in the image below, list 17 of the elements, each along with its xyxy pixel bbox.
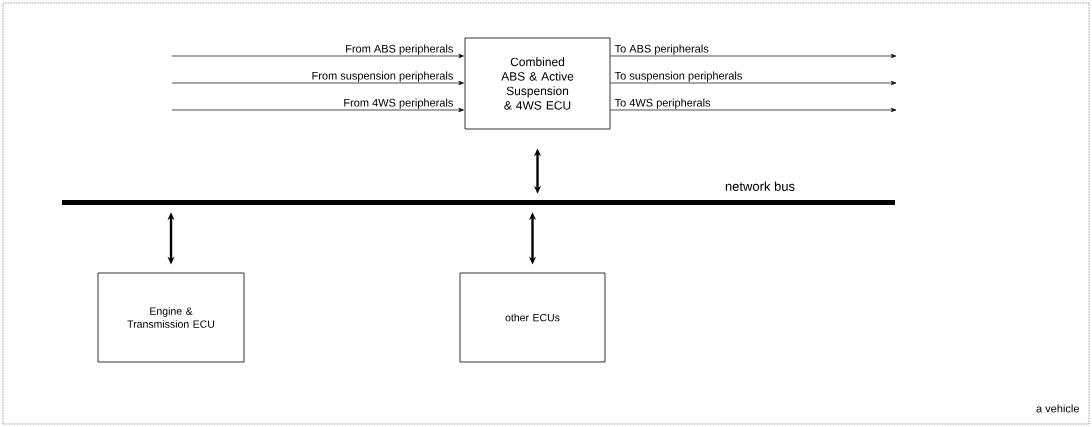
- edge-label: From ABS peripherals: [346, 44, 453, 55]
- edge-label: From 4WS peripherals: [344, 98, 453, 109]
- arrow: [171, 107, 464, 113]
- ecu-box: Combined ABS & Active Suspension & 4WS ECU: [464, 37, 611, 130]
- arrow: [610, 53, 897, 59]
- arrow: [171, 53, 464, 59]
- edge-label: From suspension peripherals: [312, 71, 453, 82]
- edge-label: To 4WS peripherals: [614, 98, 711, 109]
- arrow: [610, 107, 897, 113]
- frame-label: a vehicle: [1036, 404, 1079, 413]
- ecu-box: other ECUs: [459, 272, 606, 363]
- arrow: [610, 80, 897, 86]
- edge-label: To suspension peripherals: [614, 71, 742, 82]
- bus-label: network bus: [725, 181, 795, 191]
- arrow: [171, 80, 464, 86]
- edge-label: To ABS peripherals: [614, 44, 709, 55]
- ecu-box: Engine & Transmission ECU: [97, 272, 245, 363]
